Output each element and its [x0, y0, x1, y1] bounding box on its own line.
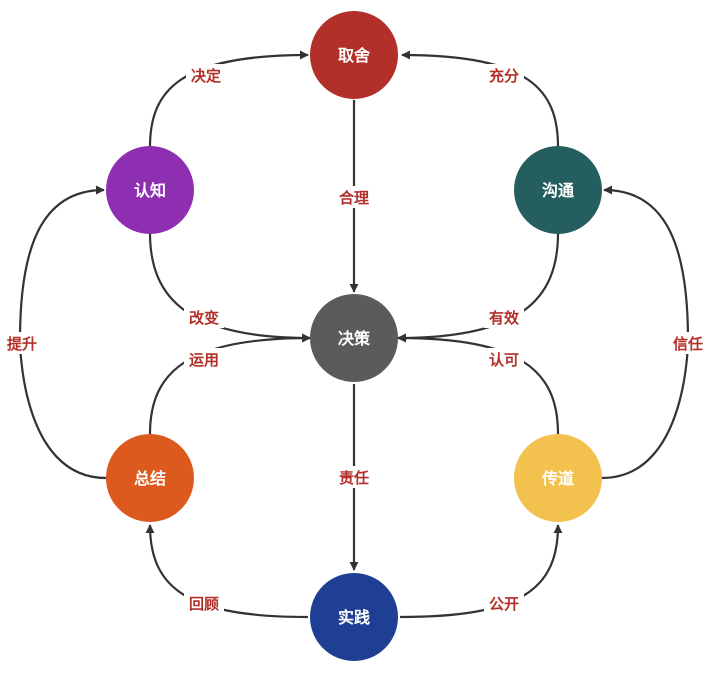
- node-label-shijian: 实践: [338, 608, 370, 627]
- node-label-juece: 决策: [338, 329, 371, 348]
- edge-labels: 决定 充分 合理 改变 运用 有效 认可 提升 信任 责任 回顾 公开: [2, 64, 708, 614]
- edge-label-goutong-juece: 有效: [489, 309, 520, 327]
- node-label-goutong: 沟通: [542, 181, 574, 200]
- node-renzhi: 认知: [106, 146, 194, 234]
- edge-label-juece-shijian: 责任: [339, 469, 369, 487]
- edge-label-shijian-chuandao: 公开: [489, 595, 519, 613]
- edge-label-renzhi-juece: 改变: [189, 309, 219, 327]
- edge-label-chuandao-juece: 认可: [489, 351, 519, 369]
- edge-goutong-qushe: [401, 50, 560, 148]
- node-label-renzhi: 认知: [134, 181, 166, 200]
- edge-label-qushe-juece: 合理: [338, 189, 369, 207]
- nodes: 取舍 认知 沟通 决策 总结 传道 实践: [106, 11, 602, 661]
- node-label-zongjie: 总结: [134, 469, 166, 488]
- node-goutong: 沟通: [514, 146, 602, 234]
- node-shijian: 实践: [310, 573, 398, 661]
- edge-label-zongjie-renzhi: 提升: [7, 335, 37, 353]
- edge-renzhi-qushe: [148, 50, 309, 148]
- edge-label-shijian-zongjie: 回顾: [189, 595, 219, 613]
- edge-zongjie-juece: [148, 333, 311, 435]
- node-label-qushe: 取舍: [338, 46, 371, 65]
- node-qushe: 取舍: [310, 11, 398, 99]
- edge-goutong-juece: [397, 232, 560, 343]
- edge-label-chuandao-goutong: 信任: [673, 335, 703, 353]
- node-juece: 决策: [310, 294, 398, 382]
- edge-renzhi-juece: [148, 232, 311, 343]
- node-chuandao: 传道: [514, 434, 602, 522]
- edge-label-zongjie-juece: 运用: [189, 351, 219, 369]
- node-label-chuandao: 传道: [541, 469, 574, 488]
- edge-label-renzhi-qushe: 决定: [191, 67, 221, 85]
- node-zongjie: 总结: [106, 434, 194, 522]
- edge-shijian-zongjie: [145, 524, 309, 619]
- edge-chuandao-juece: [397, 333, 560, 435]
- edge-shijian-chuandao: [399, 524, 563, 619]
- edge-label-goutong-qushe: 充分: [489, 67, 519, 85]
